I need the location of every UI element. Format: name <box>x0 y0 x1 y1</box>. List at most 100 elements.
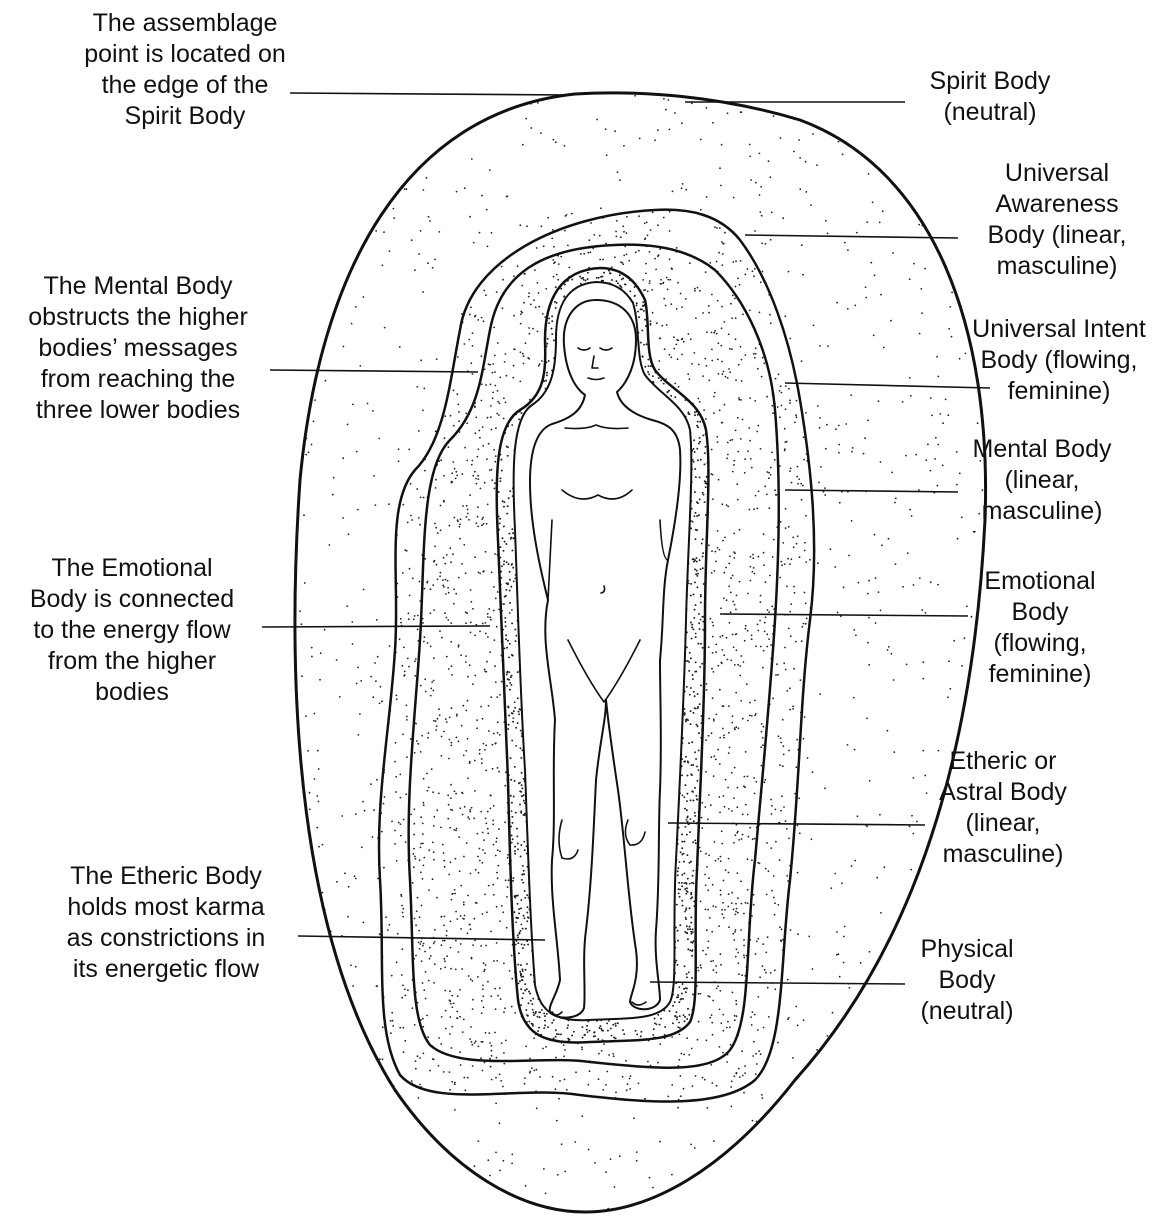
stipple-dot <box>683 796 685 798</box>
stipple-dot <box>769 575 771 577</box>
stipple-dot <box>615 1025 617 1027</box>
stipple-dot <box>449 990 451 992</box>
stipple-dot <box>474 760 476 762</box>
stipple-dot <box>455 940 457 942</box>
stipple-dot <box>511 842 513 844</box>
stipple-dot <box>449 739 451 741</box>
stipple-dot <box>450 641 452 643</box>
stipple-dot <box>416 488 418 490</box>
stipple-dot <box>518 713 520 715</box>
stipple-dot <box>640 342 642 344</box>
stipple-dot <box>619 274 621 276</box>
stipple-dot <box>761 1094 763 1096</box>
stipple-dot <box>747 889 749 891</box>
stipple-dot <box>796 543 798 545</box>
stipple-dot <box>626 253 628 255</box>
stipple-dot <box>786 875 788 877</box>
stipple-dot <box>694 288 696 290</box>
label-line: Awareness <box>962 189 1152 220</box>
stipple-dot <box>509 643 511 645</box>
stipple-dot <box>757 1029 759 1031</box>
stipple-dot <box>698 364 700 366</box>
stipple-dot <box>483 743 485 745</box>
stipple-dot <box>720 894 722 896</box>
stipple-dot <box>492 820 494 822</box>
stipple-dot <box>837 612 839 614</box>
stipple-dot <box>736 595 738 597</box>
stipple-dot <box>495 855 497 857</box>
stipple-dot <box>507 886 509 888</box>
stipple-dot <box>440 1043 442 1045</box>
stipple-dot <box>450 920 452 922</box>
stipple-dot <box>513 275 515 277</box>
stipple-dot <box>506 672 508 674</box>
stipple-dot <box>763 362 765 364</box>
stipple-dot <box>460 943 462 945</box>
stipple-dot <box>497 721 499 723</box>
stipple-dot <box>625 1060 627 1062</box>
stipple-dot <box>496 960 498 962</box>
stipple-dot <box>724 806 726 808</box>
stipple-dot <box>769 314 771 316</box>
stipple-dot <box>516 828 518 830</box>
stipple-dot <box>768 638 770 640</box>
stipple-dot <box>741 974 743 976</box>
stipple-dot <box>678 882 680 884</box>
stipple-dot <box>484 852 486 854</box>
stipple-dot <box>817 562 819 564</box>
stipple-dot <box>755 347 757 349</box>
stipple-dot <box>695 573 697 575</box>
stipple-dot <box>766 471 768 473</box>
stipple-dot <box>427 1036 429 1038</box>
stipple-dot <box>520 964 522 966</box>
stipple-dot <box>706 683 708 685</box>
stipple-dot <box>747 630 749 632</box>
stipple-dot <box>691 624 693 626</box>
stipple-dot <box>642 356 644 358</box>
stipple-dot <box>497 390 499 392</box>
stipple-dot <box>529 1072 531 1074</box>
stipple-dot <box>530 1000 532 1002</box>
stipple-dot <box>780 521 782 523</box>
stipple-dot <box>684 841 686 843</box>
stipple-dot <box>664 1026 666 1028</box>
stipple-dot <box>481 518 483 520</box>
stipple-dot <box>414 752 416 754</box>
stipple-dot <box>694 840 696 842</box>
stipple-dot <box>853 697 855 699</box>
stipple-dot <box>458 646 460 648</box>
stipple-dot <box>485 823 487 825</box>
stipple-dot <box>413 866 415 868</box>
leader-etheric-karma <box>298 936 545 940</box>
stipple-dot <box>428 980 430 982</box>
stipple-dot <box>702 435 704 437</box>
stipple-dot <box>699 499 701 501</box>
stipple-dot <box>724 404 726 406</box>
stipple-dot <box>796 476 798 478</box>
stipple-dot <box>717 359 719 361</box>
stipple-dot <box>360 680 362 682</box>
stipple-dot <box>806 618 808 620</box>
stipple-dot <box>520 311 522 313</box>
stipple-dot <box>727 377 729 379</box>
stipple-dot <box>781 564 783 566</box>
stipple-dot <box>921 609 923 611</box>
stipple-dot <box>758 556 760 558</box>
stipple-dot <box>733 909 735 911</box>
stipple-dot <box>486 911 488 913</box>
stipple-dot <box>715 644 717 646</box>
stipple-dot <box>502 279 504 281</box>
stipple-dot <box>830 548 832 550</box>
stipple-dot <box>471 957 473 959</box>
stipple-dot <box>685 298 687 300</box>
stipple-dot <box>727 112 729 114</box>
stipple-dot <box>754 400 756 402</box>
stipple-dot <box>753 567 755 569</box>
stipple-dot <box>363 589 365 591</box>
stipple-dot <box>487 828 489 830</box>
stipple-dot <box>659 1024 661 1026</box>
stipple-dot <box>730 1086 732 1088</box>
stipple-dot <box>639 138 641 140</box>
stipple-dot <box>792 537 794 539</box>
stipple-dot <box>891 653 893 655</box>
